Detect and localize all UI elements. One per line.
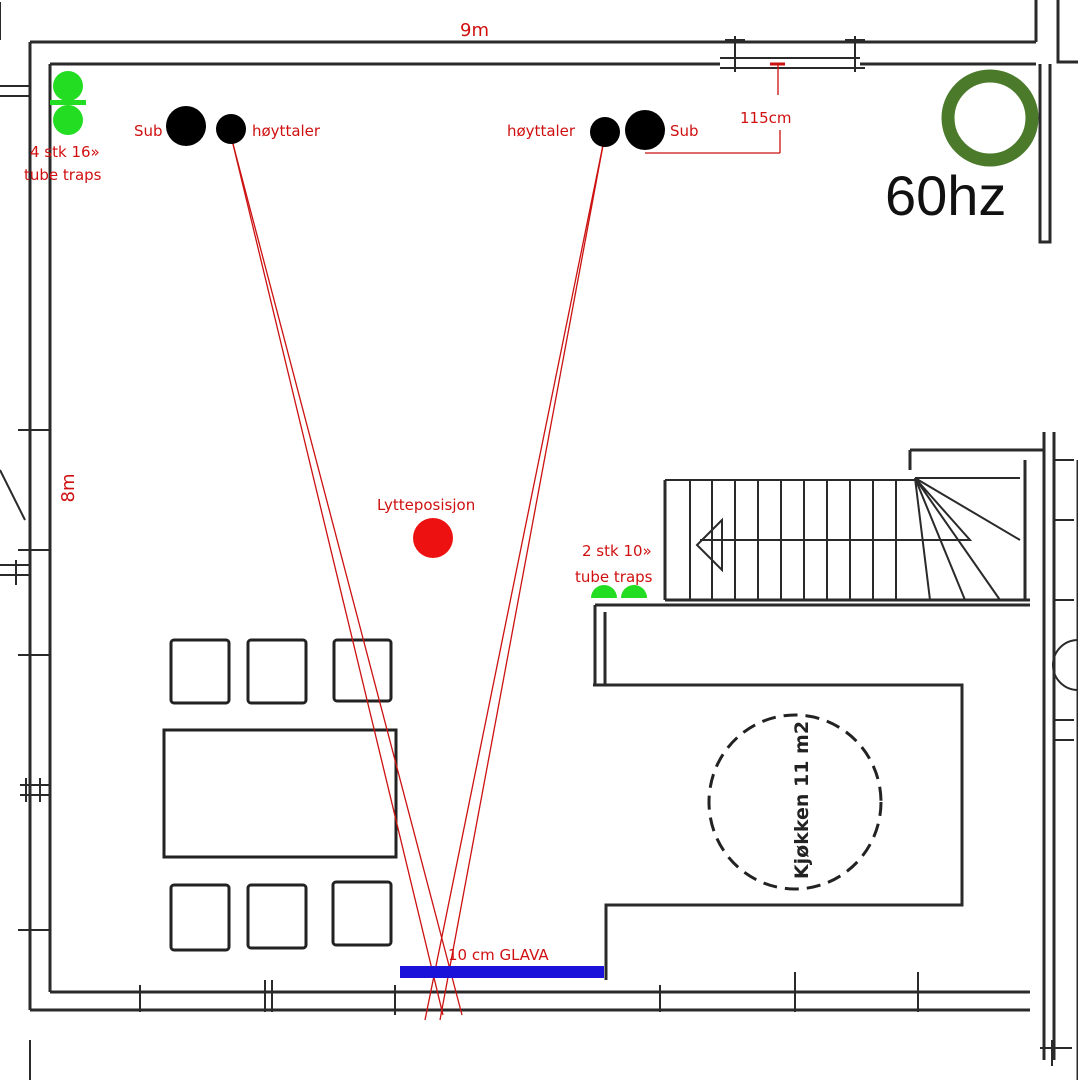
subwoofer-right: [625, 110, 665, 150]
chair: [246, 883, 308, 950]
tube-traps-mid-label-line1: 2 stk 10»: [582, 542, 652, 560]
chair: [332, 638, 393, 703]
height-dimension-label: 8m: [58, 474, 79, 503]
dining-table: [162, 728, 398, 859]
listening-position-label: Lytteposisjon: [377, 496, 475, 514]
staircase: [663, 448, 1044, 602]
speaker-sight-lines: [231, 139, 605, 1021]
room-mode-ring: [941, 69, 1039, 167]
listening-position-marker: [413, 518, 453, 558]
tube-traps-mid: [591, 585, 647, 598]
kitchen-area-circle: [707, 713, 883, 891]
subwoofer-left-label: Sub: [134, 122, 163, 140]
right-walls: [1040, 432, 1078, 1080]
frequency-label: 60hz: [885, 164, 1006, 227]
chair: [169, 638, 231, 705]
chair: [246, 638, 308, 705]
speaker-left-label: høyttaler: [252, 122, 321, 140]
chair: [169, 883, 231, 952]
chair: [331, 880, 393, 947]
tube-traps-left: [50, 71, 86, 135]
speaker-left: [216, 114, 246, 144]
glava-absorber: [400, 966, 604, 978]
speaker-right-label: høyttaler: [507, 122, 576, 140]
kitchen-label: Kjøkken 11 m2: [791, 721, 813, 879]
tube-traps-left-label-line2: tube traps: [24, 166, 102, 184]
kitchen-walls: [593, 603, 1030, 980]
tube-traps-left-label-line1: 4 stk 16»: [30, 143, 100, 161]
tube-traps-mid-label-line2: tube traps: [575, 568, 653, 586]
glava-label: 10 cm GLAVA: [448, 946, 549, 964]
width-dimension-label: 9m: [460, 20, 489, 41]
offset-dimension: [645, 62, 785, 154]
subwoofer-left: [166, 106, 206, 146]
dining-furniture: [162, 638, 398, 952]
subwoofer-right-label: Sub: [670, 122, 699, 140]
speaker-right: [590, 117, 620, 147]
offset-dimension-label: 115cm: [740, 109, 792, 127]
